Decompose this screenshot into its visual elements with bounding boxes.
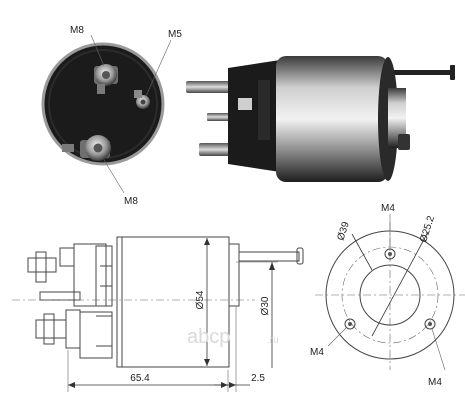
dimension-bore: Ø25.2 (418, 214, 437, 244)
label-m5: M5 (168, 29, 182, 40)
top-terminal (94, 64, 118, 94)
label-m8-top: M8 (70, 25, 84, 36)
front-view-drawing (315, 214, 465, 371)
label-right-hole: M4 (428, 377, 442, 388)
dimension-bolt-circle: Ø39 (335, 220, 351, 242)
watermark-suffix: .ru (267, 335, 279, 346)
small-terminal (134, 90, 150, 109)
dimension-offset: 2.5 (251, 373, 265, 384)
label-left-hole: M4 (310, 347, 324, 358)
end-view-photo (41, 34, 172, 194)
side-view-photo (186, 56, 455, 182)
label-top-hole: M4 (381, 203, 395, 214)
dimension-body-diameter: Ø54 (195, 290, 206, 309)
bottom-terminal (62, 135, 111, 161)
dimension-length: 65.4 (130, 373, 150, 384)
dimension-plunger-diameter: Ø30 (260, 296, 271, 315)
right-hole (424, 318, 436, 330)
watermark-brand: abcp (187, 326, 230, 348)
side-view-drawing (12, 236, 304, 392)
label-m8-bottom: M8 (124, 196, 138, 207)
left-hole (344, 318, 356, 330)
